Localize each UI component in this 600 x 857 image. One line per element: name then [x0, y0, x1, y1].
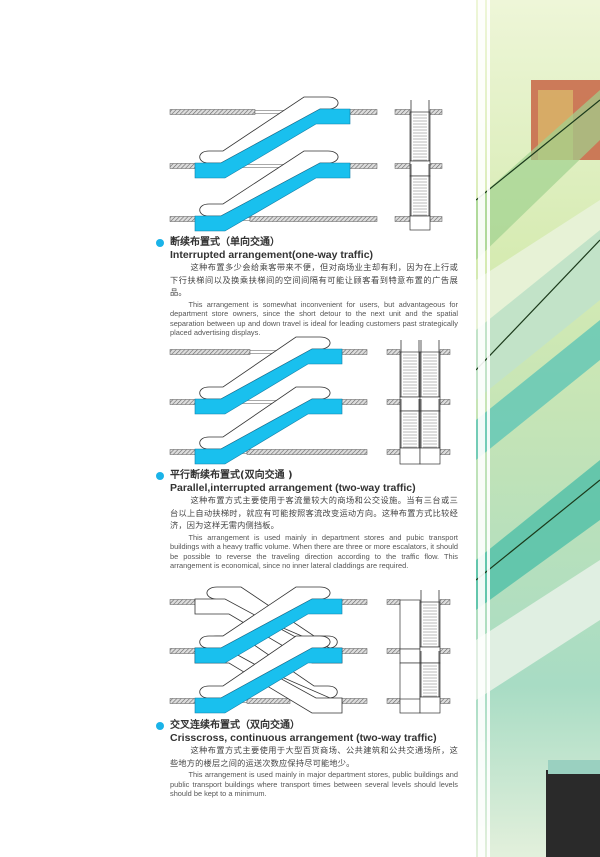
side-view-escalator — [409, 111, 431, 162]
escalator-truss — [194, 647, 343, 714]
escalator-handrail — [199, 635, 331, 699]
floor-slab — [429, 216, 443, 222]
section-interrupted: 断续布置式（单向交通） Interrupted arrangement(one-… — [156, 237, 458, 338]
floor-slab — [429, 163, 443, 169]
floor-slab — [169, 648, 196, 654]
floor-slab — [386, 698, 401, 704]
floor-slab — [394, 109, 411, 115]
escalator-handrail — [199, 336, 331, 400]
floor-slab — [386, 349, 401, 355]
body-en: This arrangement is used mainly in major… — [170, 770, 458, 799]
side-view-escalator — [399, 351, 421, 398]
side-view-pit — [409, 160, 431, 177]
side-view-pit — [399, 599, 421, 650]
title-en: Parallel,interrupted arrangement (two-wa… — [170, 482, 416, 494]
body-cn: 这种布置方式主要使用于大型百货商场、公共建筑和公共交通场所，这些地方的楼层之间的… — [170, 745, 458, 768]
floor-slab — [169, 163, 196, 169]
floor-slab — [439, 599, 451, 605]
diagram-crisscross — [169, 586, 451, 714]
floor-slab — [249, 216, 378, 222]
floor-slab — [246, 698, 291, 704]
body-cn: 这种布置多少会给乘客带来不便，但对商场业主却有利，因为在上行或下行扶梯间以及换乘… — [170, 262, 458, 297]
side-view-pit — [409, 215, 431, 231]
side-view-pit — [419, 696, 441, 714]
floor-slab — [386, 449, 401, 455]
section-parallel: 平行断续布置式(双向交通 ) Parallel,interrupted arra… — [156, 470, 458, 571]
escalator-handrail — [199, 96, 339, 164]
mall-escalator-photo — [476, 0, 600, 857]
escalator-truss — [194, 398, 343, 465]
floor-slab — [169, 449, 196, 455]
side-view-pit — [399, 396, 421, 412]
side-view-pit — [419, 646, 441, 664]
floor-slab — [386, 648, 401, 654]
escalator-truss — [194, 108, 351, 179]
side-view-pit — [399, 447, 421, 465]
floor-slab — [429, 109, 443, 115]
floor-slab — [169, 399, 196, 405]
section-crisscross: 交叉连续布置式（双向交通） Crisscross, continuous arr… — [156, 720, 458, 799]
floor-slab — [341, 399, 368, 405]
side-view-escalator — [419, 662, 441, 698]
title-cn: 平行断续布置式(双向交通 ) — [170, 470, 293, 481]
side-view-escalator — [419, 601, 441, 648]
floor-slab — [439, 399, 451, 405]
floor-slab — [394, 163, 411, 169]
title-en: Interrupted arrangement(one-way traffic) — [170, 249, 374, 261]
escalator-handrail — [199, 150, 339, 217]
diagram-parallel-interrupted — [169, 336, 451, 465]
title-en: Crisscross, continuous arrangement (two-… — [170, 732, 437, 744]
side-view-escalator — [399, 410, 421, 449]
floor-slab — [439, 698, 451, 704]
body-en: This arrangement is somewhat inconvenien… — [170, 299, 458, 338]
floor-slab — [394, 216, 411, 222]
floor-slab — [341, 349, 368, 355]
title-cn: 断续布置式（单向交通） — [170, 237, 280, 248]
floor-slab — [341, 648, 368, 654]
side-view-pit — [399, 662, 421, 702]
body-cn: 这种布置方式主要使用于客流量较大的商场和公交设施。当有三台或三台以上自动扶梯时，… — [170, 495, 458, 530]
title-cn: 交叉连续布置式（双向交通） — [170, 720, 300, 731]
body-en: This arrangement is used mainly in depar… — [170, 532, 458, 571]
side-view-escalator — [419, 351, 441, 398]
floor-slab — [349, 109, 378, 115]
floor-slab — [169, 599, 196, 605]
escalator-truss — [194, 598, 343, 664]
floor-slab — [386, 399, 401, 405]
floor-slab — [246, 449, 368, 455]
floor-slab — [341, 599, 368, 605]
floor-slab — [169, 698, 196, 704]
side-view-escalator — [419, 410, 441, 449]
bullet-icon — [156, 239, 164, 247]
escalator-truss — [194, 162, 351, 232]
floor-slab — [169, 109, 256, 115]
escalator-handrail — [199, 586, 331, 649]
escalator-truss — [194, 348, 343, 415]
side-view-pit — [399, 698, 421, 714]
floor-slab — [349, 163, 378, 169]
escalator-handrail — [199, 386, 331, 450]
floor-slab — [169, 349, 251, 355]
bullet-icon — [156, 472, 164, 480]
side-view-pit — [419, 396, 441, 412]
floor-slab — [439, 449, 451, 455]
floor-slab — [439, 349, 451, 355]
diagram-interrupted — [169, 96, 443, 232]
floor-slab — [169, 216, 196, 222]
side-view-pit — [399, 648, 421, 664]
floor-slab — [439, 648, 451, 654]
bullet-icon — [156, 722, 164, 730]
side-view-pit — [419, 447, 441, 465]
floor-slab — [341, 698, 368, 704]
floor-slab — [386, 599, 401, 605]
